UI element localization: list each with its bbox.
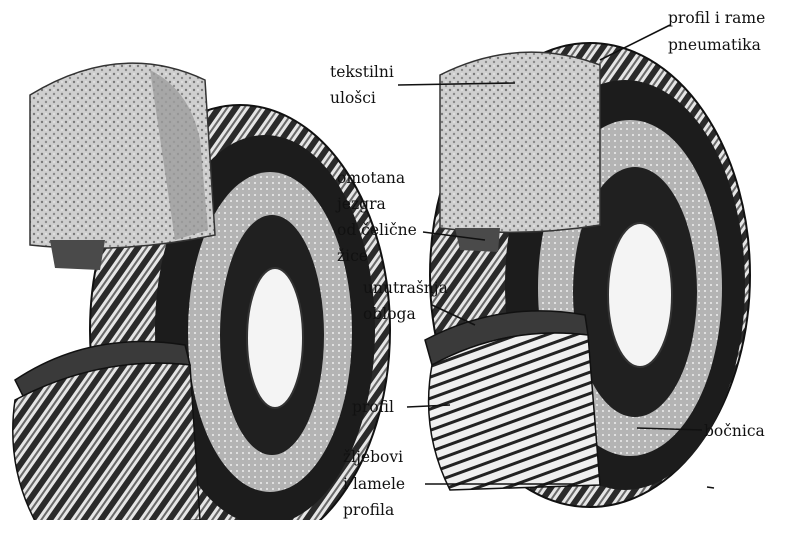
right-tire-hub (608, 223, 672, 367)
stray-mark (707, 487, 714, 488)
right-tire-ply-section (440, 52, 600, 232)
left-tire-illustration (0, 63, 400, 535)
left-tire-lower-tread (13, 363, 200, 530)
label-bocnica: bočnica (704, 422, 765, 440)
label-zljebovi-i-lamele: žljebovi i lamele profila (343, 448, 410, 519)
left-tire-bead-core (50, 240, 105, 270)
label-profil: profil (352, 398, 394, 416)
right-tire-bead-core (455, 228, 500, 252)
left-tire-hub (247, 268, 303, 408)
right-tire-lower-tread (429, 333, 600, 490)
right-tire-illustration (425, 43, 750, 507)
label-profil-i-rame: profil i rame pneumatika (668, 9, 770, 54)
label-tekstilni-ulosci: tekstilni ulošci (330, 63, 399, 107)
left-tire-bottom-mask (0, 520, 400, 535)
